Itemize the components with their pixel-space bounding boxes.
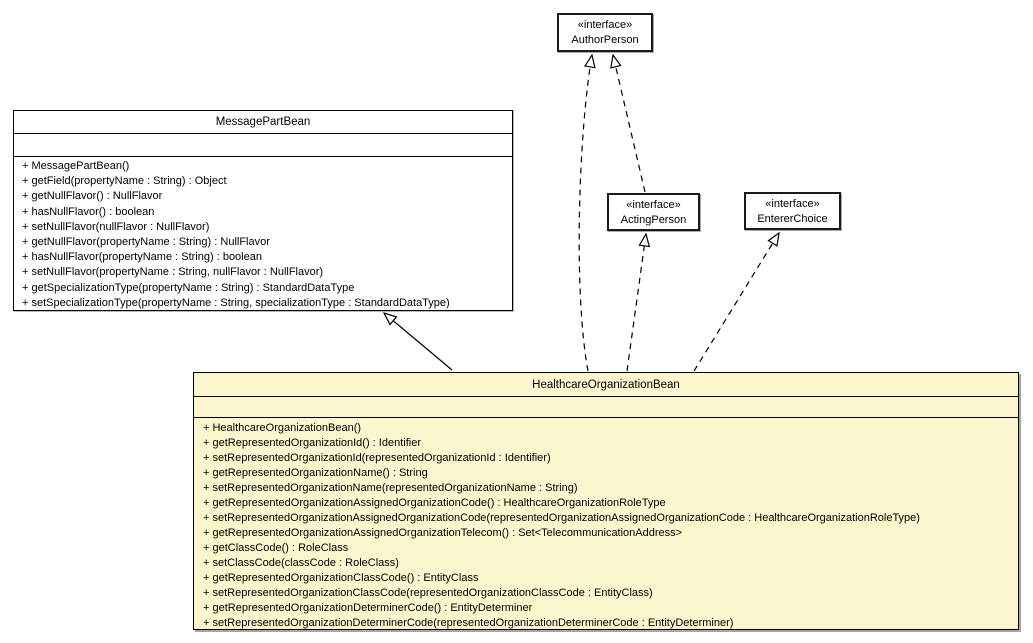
method-item: + getRepresentedOrganizationDeterminerCo… [203, 602, 533, 614]
attributes-compartment [194, 397, 1018, 418]
method-item: + setRepresentedOrganizationId(represent… [203, 452, 551, 464]
method-item: + hasNullFlavor() : boolean [22, 205, 155, 218]
interface-box-entererchoice[interactable]: «interface» EntererChoice [744, 192, 841, 230]
interface-name-actingperson: ActingPerson [620, 214, 687, 226]
method-item: + hasNullFlavor(propertyName : String) :… [22, 251, 262, 264]
edge-bean-implements-actingperson [626, 234, 646, 372]
edge-bean-implements-authorperson [578, 55, 592, 372]
stereotype-label: «interface» [626, 199, 681, 211]
method-item: + setRepresentedOrganizationClassCode(re… [203, 587, 653, 599]
interface-box-authorperson[interactable]: «interface» AuthorPerson [557, 13, 653, 52]
method-item: + setClassCode(classCode : RoleClass) [203, 557, 399, 569]
method-item: + setRepresentedOrganizationName(represe… [203, 482, 578, 494]
method-item: + setRepresentedOrganizationDeterminerCo… [203, 617, 734, 629]
methods-compartment: + HealthcareOrganizationBean() + getRepre… [194, 418, 1018, 631]
method-item: + getSpecializationType(propertyName : S… [22, 281, 355, 294]
method-item: + setNullFlavor(propertyName : String, n… [22, 266, 324, 279]
attributes-compartment [14, 134, 512, 157]
stereotype-label: «interface» [765, 198, 820, 210]
method-item: + getRepresentedOrganizationAssignedOrga… [203, 497, 666, 509]
method-item: + getNullFlavor(propertyName : String) :… [22, 236, 270, 249]
method-item: + HealthcareOrganizationBean() [203, 422, 362, 434]
method-item: + getRepresentedOrganizationName() : Str… [203, 467, 428, 479]
class-name-healthcareorganizationbean: HealthcareOrganizationBean [194, 373, 1018, 397]
method-item: + getClassCode() : RoleClass [203, 542, 349, 554]
method-item: + getNullFlavor() : NullFlavor [22, 190, 163, 203]
method-item: + setNullFlavor(nullFlavor : NullFlavor) [22, 220, 210, 233]
interface-name-authorperson: AuthorPerson [571, 34, 639, 46]
stereotype-label: «interface» [577, 19, 633, 31]
edge-bean-implements-entererchoice [693, 233, 779, 372]
method-item: + MessagePartBean() [22, 160, 130, 172]
method-item: + getRepresentedOrganizationId() : Ident… [203, 437, 421, 449]
method-item: + getField(propertyName : String) : Obje… [22, 175, 227, 188]
method-item: + getRepresentedOrganizationClassCode() … [203, 572, 479, 584]
interface-name-entererchoice: EntererChoice [757, 213, 828, 225]
edge-actingperson-extends-authorperson [613, 55, 646, 193]
methods-compartment: + MessagePartBean() + getField(propertyNa… [14, 157, 512, 311]
class-name-messagepartbean: MessagePartBean [14, 111, 512, 134]
class-box-messagepartbean[interactable]: MessagePartBean + MessagePartBean() + get… [13, 110, 513, 311]
edge-bean-extends-messagepartbean [384, 313, 453, 371]
method-item: + getRepresentedOrganizationAssignedOrga… [203, 527, 683, 539]
method-item: + setRepresentedOrganizationAssignedOrga… [203, 512, 920, 524]
interface-box-actingperson[interactable]: «interface» ActingPerson [607, 193, 700, 231]
method-item: + setSpecializationType(propertyName : S… [22, 296, 450, 309]
class-box-healthcareorganizationbean: HealthcareOrganizationBean + HealthcareO… [193, 372, 1019, 630]
